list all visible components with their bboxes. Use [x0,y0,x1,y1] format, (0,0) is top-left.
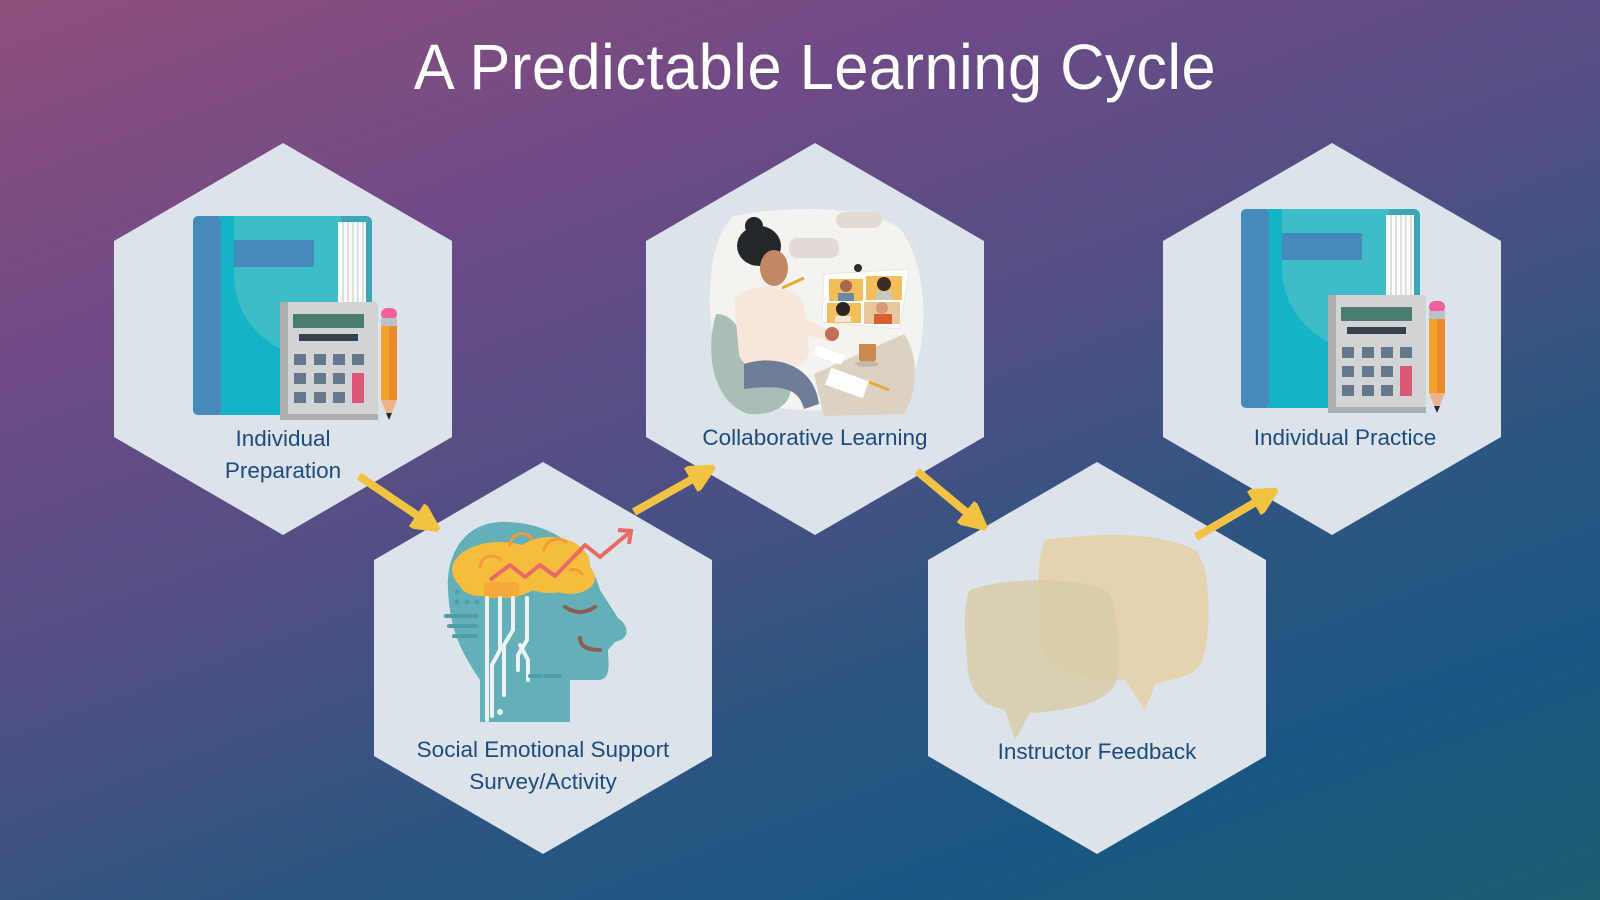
arrow-step3-to-step4 [914,467,978,522]
step-label-collaborative-learning: Collaborative Learning [665,422,965,454]
arrow-step2-to-step3 [632,472,705,516]
step-label-social-emotional-support: Social Emotional Support Survey/Activity [393,734,693,798]
label-line-1: Individual [235,426,331,451]
video-call-learning-illustration [709,209,924,416]
step-label-individual-preparation: Individual Preparation [183,423,383,487]
label-line-1: Individual Practice [1253,425,1437,450]
label-line-1: Social Emotional Support [416,737,670,762]
head-brain-growth-icon [444,521,634,722]
book-calculator-pencil-icon [1241,209,1445,413]
step-label-instructor-feedback: Instructor Feedback [947,736,1247,768]
book-calculator-pencil-icon [193,216,397,420]
label-line-2: Preparation [224,458,342,483]
label-line-1: Collaborative Learning [702,425,928,450]
slide-title: A Predictable Learning Cycle [413,31,1217,103]
label-line-2: Survey/Activity [469,769,617,794]
label-line-1: Instructor Feedback [997,739,1197,764]
step-label-individual-practice: Individual Practice [1195,422,1495,454]
speech-bubbles-icon [964,534,1209,740]
